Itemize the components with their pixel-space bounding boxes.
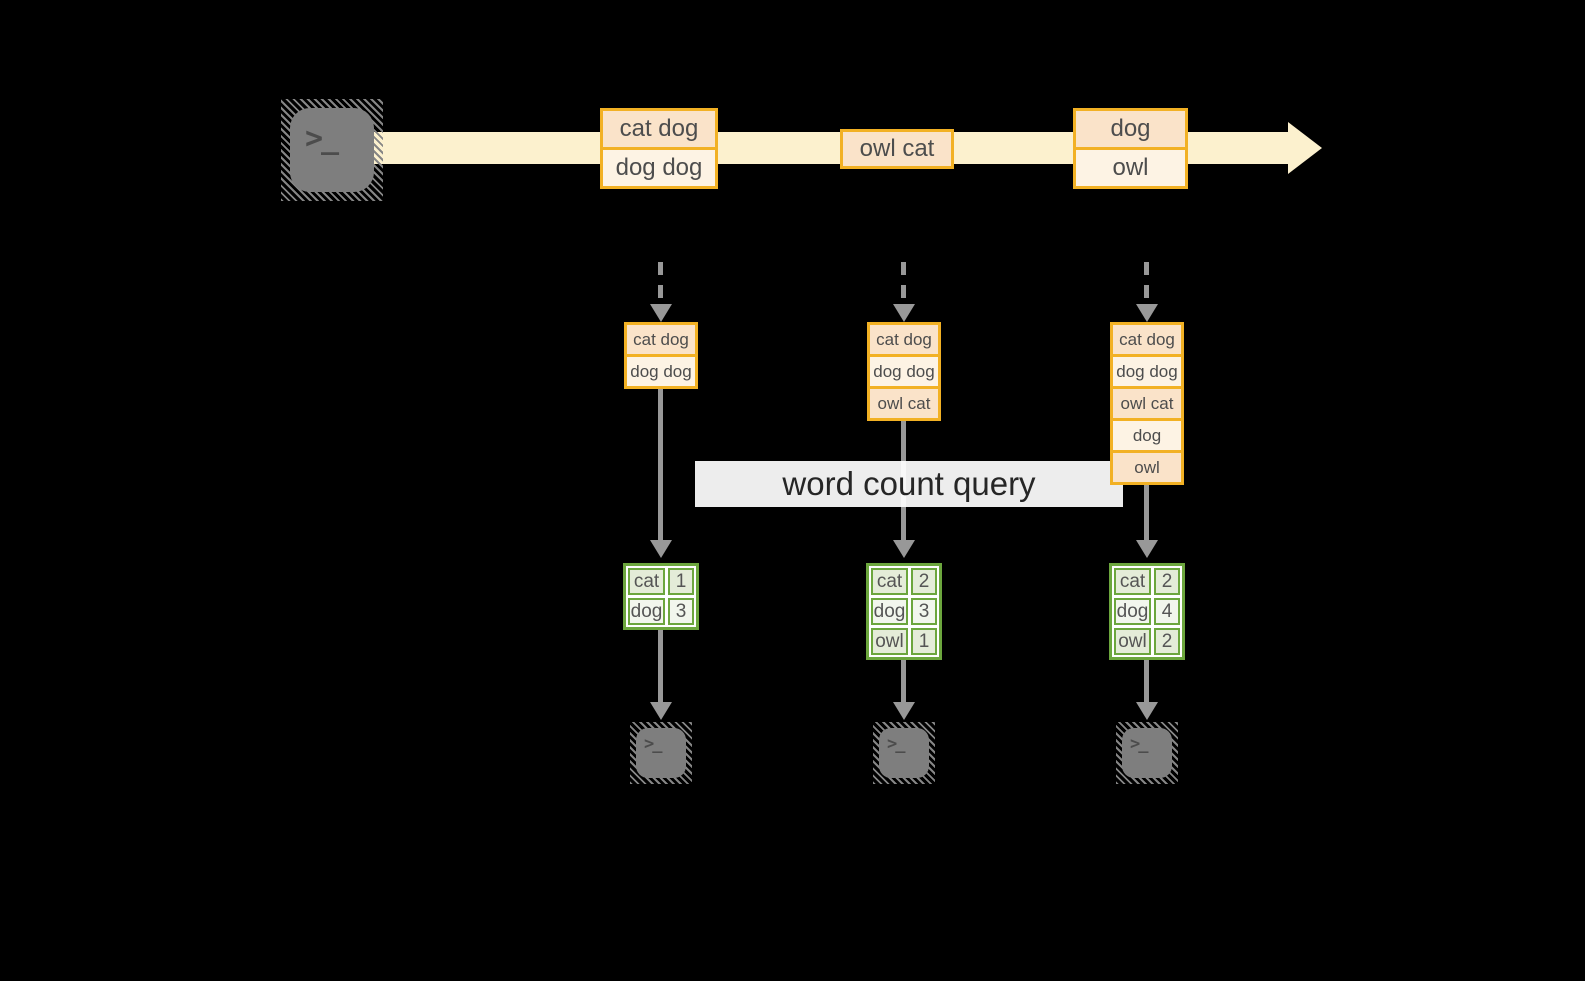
sink-terminal-icon-1: >_ (630, 722, 692, 784)
window-cell: dog dog (1113, 354, 1181, 386)
word-cell: cat (628, 568, 665, 595)
word-cell: cat (871, 568, 908, 595)
arrow-head-icon (1136, 540, 1158, 558)
dashed-arrow-shaft (1144, 262, 1149, 304)
stream-event-3: dog owl (1073, 108, 1188, 189)
arrow-shaft (658, 630, 663, 702)
window-cell: owl cat (1113, 386, 1181, 418)
word-cell: owl (1114, 628, 1151, 655)
terminal-prompt-glyph: >_ (644, 734, 663, 754)
count-cell: 4 (1154, 598, 1180, 625)
window-cell: dog dog (627, 354, 695, 386)
terminal-prompt-glyph: >_ (1130, 734, 1149, 754)
window-cell: dog (1113, 418, 1181, 450)
count-table-1: cat 1 dog 3 (623, 563, 699, 630)
window-stack-3: cat dog dog dog owl cat dog owl (1110, 322, 1184, 485)
query-label-band: word count query (695, 461, 1123, 507)
word-cell: dog (1114, 598, 1151, 625)
arrow-head-icon (650, 702, 672, 720)
query-label: word count query (782, 465, 1036, 502)
stream-event-1: cat dog dog dog (600, 108, 718, 189)
window-cell: owl (1113, 450, 1181, 482)
window-cell: cat dog (870, 325, 938, 354)
count-cell: 2 (911, 568, 937, 595)
count-cell: 3 (668, 598, 694, 625)
source-terminal-icon: >_ (281, 99, 383, 201)
terminal-prompt-glyph: >_ (305, 121, 339, 156)
count-table-3: cat 2 dog 4 owl 2 (1109, 563, 1185, 660)
word-cell: dog (628, 598, 665, 625)
stream-event-line: dog (1076, 111, 1185, 147)
stream-arrowhead-icon (1288, 122, 1322, 174)
count-cell: 1 (668, 568, 694, 595)
sink-terminal-icon-2: >_ (873, 722, 935, 784)
word-cell: dog (871, 598, 908, 625)
count-cell: 1 (911, 628, 937, 655)
terminal-body (879, 728, 929, 778)
arrow-shaft (658, 389, 663, 540)
count-cell: 2 (1154, 568, 1180, 595)
arrow-shaft (1144, 485, 1149, 540)
count-cell: 2 (1154, 628, 1180, 655)
window-cell: cat dog (1113, 325, 1181, 354)
stream-event-line: cat dog (603, 111, 715, 147)
word-cell: owl (871, 628, 908, 655)
stream-event-2: owl cat (840, 129, 954, 169)
sink-terminal-icon-3: >_ (1116, 722, 1178, 784)
dashed-arrow-head-icon (650, 304, 672, 322)
window-cell: dog dog (870, 354, 938, 386)
word-cell: cat (1114, 568, 1151, 595)
arrow-head-icon (1136, 702, 1158, 720)
arrow-head-icon (650, 540, 672, 558)
stream-event-line: owl (1076, 147, 1185, 186)
arrow-head-icon (893, 702, 915, 720)
dashed-arrow-shaft (901, 262, 906, 304)
terminal-body (290, 108, 374, 192)
window-stack-1: cat dog dog dog (624, 322, 698, 389)
window-stack-2: cat dog dog dog owl cat (867, 322, 941, 421)
stream-event-line: owl cat (843, 132, 951, 166)
terminal-prompt-glyph: >_ (887, 734, 906, 754)
terminal-body (636, 728, 686, 778)
arrow-shaft (901, 660, 906, 702)
arrow-shaft (1144, 660, 1149, 702)
count-table-2: cat 2 dog 3 owl 1 (866, 563, 942, 660)
window-cell: cat dog (627, 325, 695, 354)
dashed-arrow-head-icon (893, 304, 915, 322)
stream-event-line: dog dog (603, 147, 715, 186)
count-cell: 3 (911, 598, 937, 625)
dashed-arrow-shaft (658, 262, 663, 304)
arrow-head-icon (893, 540, 915, 558)
terminal-body (1122, 728, 1172, 778)
dashed-arrow-head-icon (1136, 304, 1158, 322)
window-cell: owl cat (870, 386, 938, 418)
